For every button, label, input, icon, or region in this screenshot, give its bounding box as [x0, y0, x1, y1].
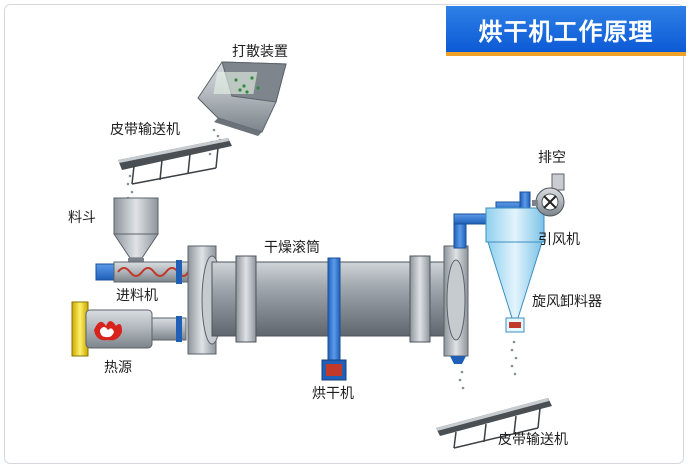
label-dryer: 烘干机	[312, 386, 354, 402]
hopper	[113, 197, 159, 266]
label-cyclone: 旋风卸料器	[532, 294, 602, 310]
title-banner: 烘干机工作原理	[446, 6, 686, 56]
label-belt-conveyor-bottom: 皮带输送机	[498, 432, 568, 448]
label-induced-fan: 引风机	[538, 232, 580, 248]
label-scatter-device: 打散装置	[232, 43, 288, 60]
scatter-device	[197, 61, 287, 136]
heat-source	[71, 301, 187, 357]
label-belt-conveyor-top: 皮带输送机	[110, 122, 180, 138]
label-hopper: 料斗	[68, 210, 96, 226]
induced-draft-fan	[532, 173, 565, 217]
screw-feeder	[95, 260, 193, 284]
belt-conveyor-bottom	[436, 398, 552, 449]
label-drying-drum: 干燥滚筒	[264, 239, 320, 256]
belt-conveyor-top	[118, 138, 232, 200]
label-screw-feeder: 进料机	[116, 288, 158, 304]
label-heat-source: 热源	[104, 360, 132, 376]
cyclone-separator	[485, 207, 545, 333]
dryer-drive	[321, 257, 347, 381]
falling-material-2	[458, 340, 518, 390]
label-exhaust: 排空	[538, 150, 566, 166]
